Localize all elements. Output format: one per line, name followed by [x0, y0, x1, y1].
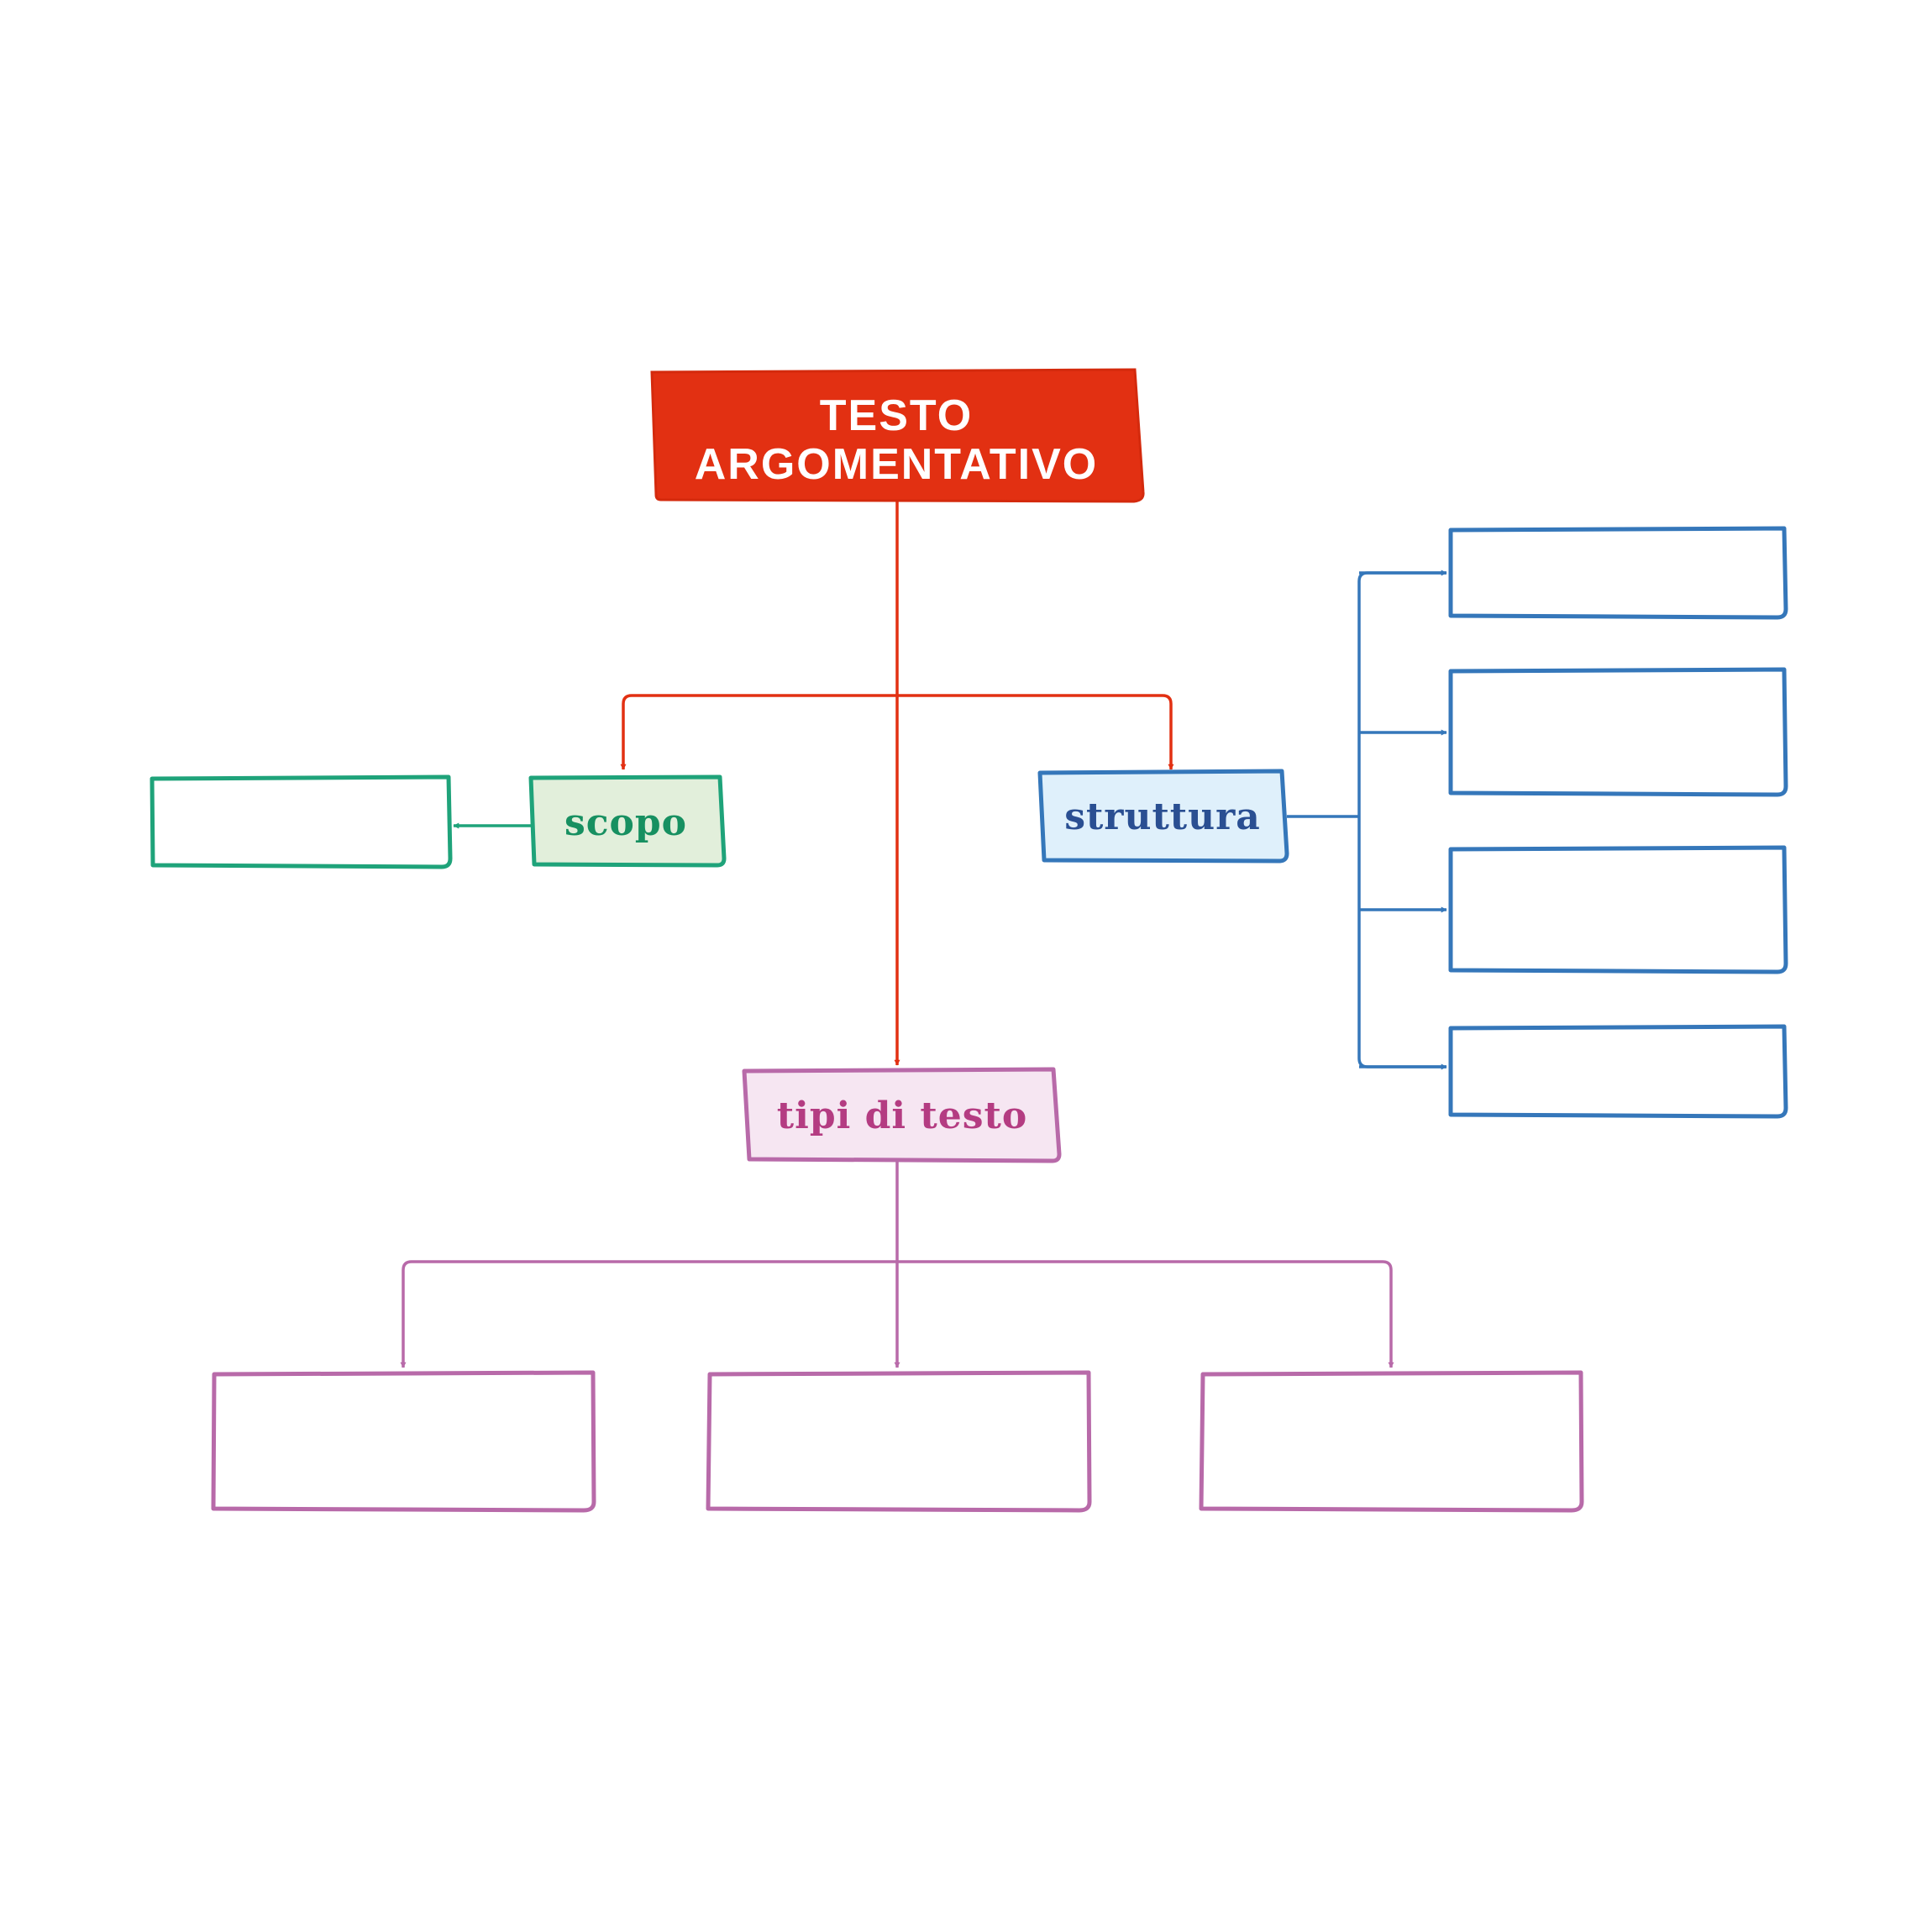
- tipi-answer-box-2[interactable]: [706, 1370, 1092, 1513]
- scopo-box: [528, 774, 727, 868]
- title-box: [650, 368, 1145, 503]
- title-connectors: [620, 501, 1174, 1066]
- scopo-branch: scopo: [150, 774, 727, 869]
- struttura-branch: struttura: [1037, 526, 1788, 1119]
- struttura-connectors: [1287, 570, 1447, 1070]
- tipi-answer-box-3[interactable]: [1199, 1370, 1584, 1513]
- scopo-answer-box[interactable]: [150, 774, 453, 869]
- connector-tipi-left: [400, 1260, 897, 1368]
- connector-branch-struttura: [897, 694, 1174, 770]
- tipi-box: [742, 1067, 1062, 1163]
- struttura-answer-box-3[interactable]: [1448, 845, 1788, 974]
- struttura-label: struttura: [1064, 795, 1261, 838]
- connector-struttura-spine: [1357, 571, 1446, 1068]
- tipi-label: tipi di testo: [777, 1095, 1027, 1137]
- title-line-2: ARGOMENTATIVO: [695, 440, 1099, 489]
- tipi-connectors: [400, 1161, 1394, 1368]
- struttura-answer-box-4[interactable]: [1448, 1024, 1788, 1119]
- connector-tipi-right: [897, 1260, 1394, 1368]
- struttura-box: [1037, 769, 1289, 864]
- tipi-branch: tipi di testo: [211, 1067, 1584, 1513]
- connector-branch-scopo: [620, 694, 897, 770]
- title-line-1: TESTO: [820, 391, 973, 440]
- struttura-answer-box-2[interactable]: [1448, 667, 1788, 797]
- struttura-answer-box-1[interactable]: [1448, 526, 1788, 620]
- title-node: TESTO ARGOMENTATIVO: [650, 368, 1145, 503]
- tipi-answer-box-1[interactable]: [211, 1370, 596, 1513]
- scopo-label: scopo: [564, 801, 687, 844]
